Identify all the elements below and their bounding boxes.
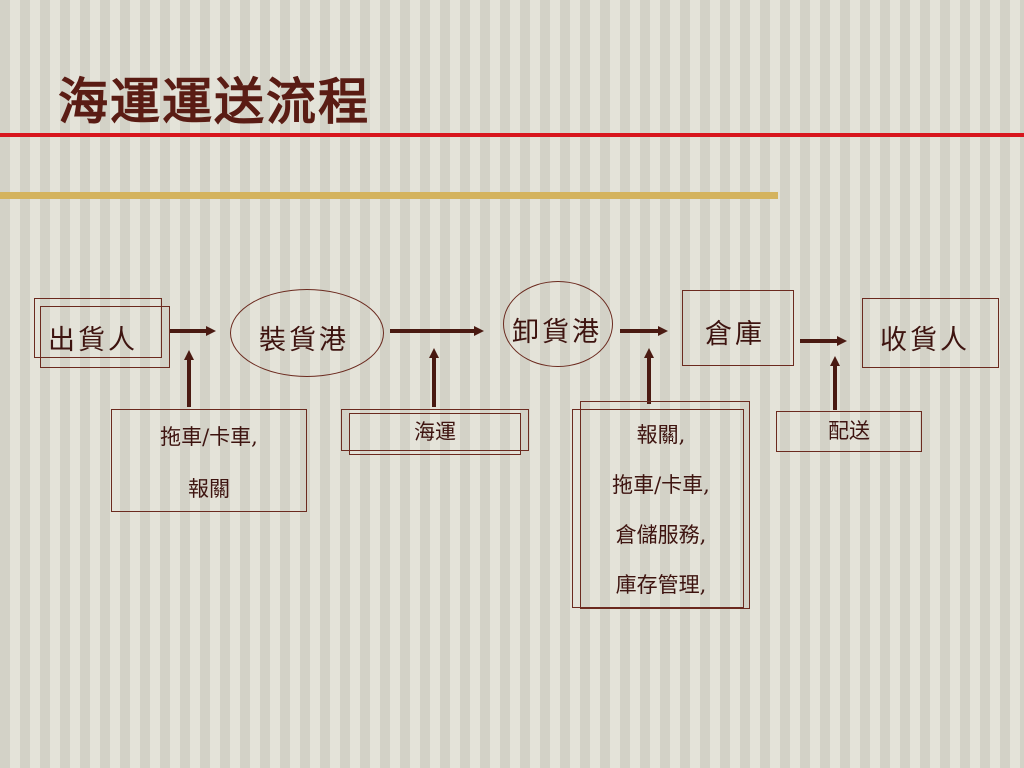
service-2-line-1: 海運	[414, 420, 456, 444]
service-3-line-3: 倉儲服務,	[615, 523, 707, 547]
service-box-sea	[349, 413, 521, 455]
service-3-line-1: 報關,	[636, 423, 686, 447]
warehouse-label: 倉庫	[705, 319, 765, 350]
receiver-label: 收貨人	[880, 325, 970, 356]
shipper-box	[40, 306, 170, 368]
service-box-delivery	[776, 411, 922, 452]
service-box-sea-back	[341, 409, 529, 451]
unloading-port-ellipse	[503, 281, 613, 367]
red-divider	[0, 133, 1024, 137]
page-title: 海運運送流程	[58, 72, 370, 131]
shipper-label: 出貨人	[48, 325, 138, 356]
receiver-box	[862, 298, 999, 368]
service-3-line-2: 拖車/卡車,	[612, 473, 710, 497]
service-3-line-4: 庫存管理,	[615, 573, 707, 597]
warehouse-box	[682, 290, 794, 366]
service-1-line-2: 報關	[188, 477, 230, 501]
service-box-warehouse	[580, 401, 750, 609]
loading-port-label: 裝貨港	[259, 325, 349, 356]
service-1-line-1: 拖車/卡車,	[160, 425, 258, 449]
unloading-port-label: 卸貨港	[512, 317, 602, 348]
service-box-trucking-customs	[111, 409, 307, 512]
loading-port-ellipse	[230, 289, 384, 377]
service-box-warehouse-back	[572, 409, 744, 608]
gold-divider	[0, 192, 778, 199]
shipper-box-back	[34, 298, 162, 358]
service-4-line-1: 配送	[828, 419, 870, 443]
